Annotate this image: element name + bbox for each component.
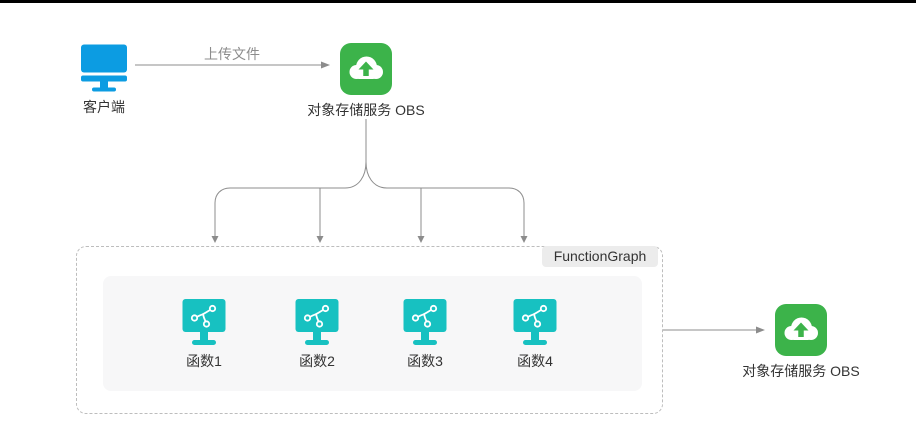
branch-monitor-icon <box>403 299 447 345</box>
monitor-icon <box>81 44 127 92</box>
functiongraph-group-label: FunctionGraph <box>542 246 658 267</box>
cloud-upload-icon <box>340 43 392 95</box>
branch-monitor-icon <box>513 299 557 345</box>
function-label: 函数2 <box>299 353 335 369</box>
obs-source-label: 对象存储服务 OBS <box>307 102 425 118</box>
function-node-1: 函数1 <box>159 299 249 371</box>
fanout-connector <box>211 119 528 243</box>
upload-edge-label: 上传文件 <box>204 46 260 62</box>
client-node: 客户端 <box>54 44 154 117</box>
cloud-upload-icon <box>775 304 827 356</box>
obs-target-label: 对象存储服务 OBS <box>742 363 860 379</box>
top-border-line <box>0 0 916 3</box>
functions-panel <box>103 276 642 391</box>
branch-monitor-icon <box>295 299 339 345</box>
function-node-2: 函数2 <box>272 299 362 371</box>
obs-target-node: 对象存储服务 OBS <box>726 304 876 381</box>
branch-monitor-icon <box>182 299 226 345</box>
function-label: 函数4 <box>517 353 553 369</box>
function-label: 函数3 <box>407 353 443 369</box>
function-node-3: 函数3 <box>380 299 470 371</box>
function-label: 函数1 <box>186 353 222 369</box>
obs-source-node: 对象存储服务 OBS <box>291 43 441 120</box>
client-label: 客户端 <box>83 99 125 115</box>
function-node-4: 函数4 <box>490 299 580 371</box>
